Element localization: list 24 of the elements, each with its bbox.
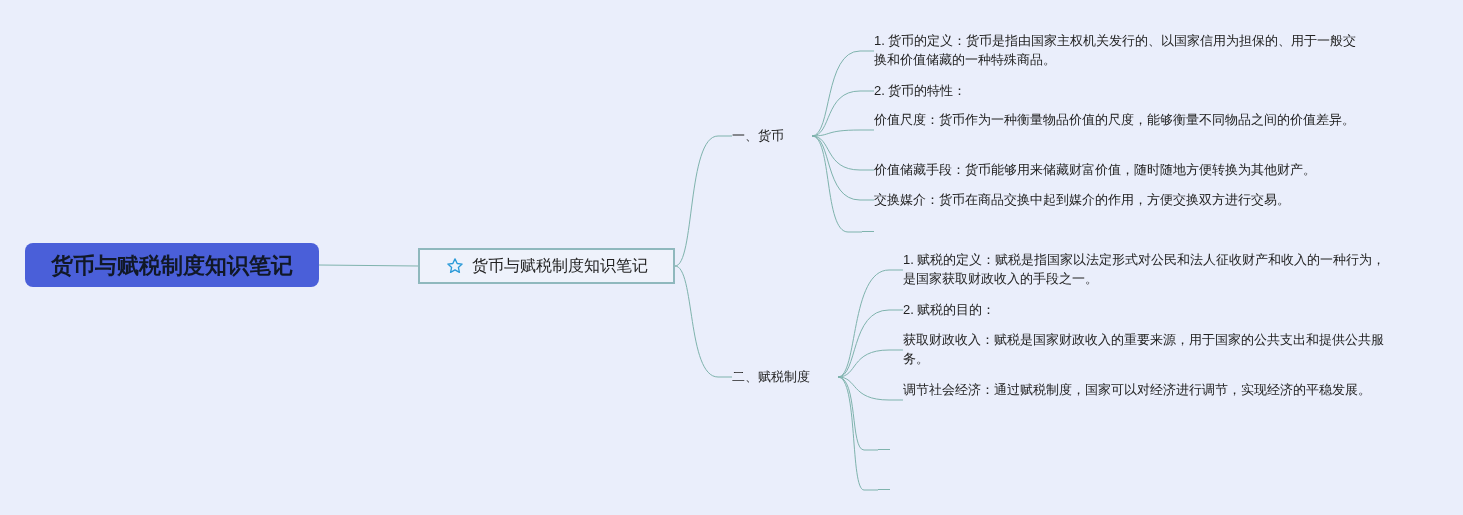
topic-box: 货币与赋税制度知识笔记 bbox=[418, 248, 675, 284]
connector-line bbox=[837, 349, 904, 378]
empty-topic-line bbox=[878, 446, 890, 450]
note-text: 获取财政收入：赋税是国家财政收入的重要来源，用于国家的公共支出和提供公共服务。 bbox=[903, 330, 1389, 370]
central-topic-box: 货币与赋税制度知识笔记 bbox=[25, 243, 319, 287]
branch-label: 二、赋税制度 bbox=[732, 366, 838, 388]
note-text: 交换媒介：货币在商品交换中起到媒介的作用，方便交换双方进行交易。 bbox=[874, 190, 1360, 210]
empty-topic-line bbox=[862, 228, 874, 232]
connector-line bbox=[811, 135, 863, 233]
connector-line bbox=[811, 135, 875, 171]
note-text: 价值尺度：货币作为一种衡量物品价值的尺度，能够衡量不同物品之间的价值差异。 bbox=[874, 110, 1360, 150]
connector-line bbox=[837, 376, 879, 491]
connector-line bbox=[811, 129, 875, 137]
note-text: 调节社会经济：通过赋税制度，国家可以对经济进行调节，实现经济的平稳发展。 bbox=[903, 380, 1389, 420]
connector-line bbox=[674, 135, 733, 267]
branch-label: 一、货币 bbox=[732, 125, 812, 147]
note-text: 价值储藏手段：货币能够用来储藏财富价值，随时随地方便转换为其他财产。 bbox=[874, 160, 1360, 180]
connector-line bbox=[674, 265, 733, 378]
connector-line bbox=[318, 264, 419, 267]
note-text: 2. 赋税的目的： bbox=[903, 300, 1389, 320]
note-text: 1. 货币的定义：货币是指由国家主权机关发行的、以国家信用为担保的、用于一般交换和价值储藏的一种特殊商品。 bbox=[874, 31, 1360, 71]
note-text: 1. 赋税的定义：赋税是指国家以法定形式对公民和法人征收财产和收入的一种行为，是国家获取财政收入的手段之一。 bbox=[903, 250, 1389, 290]
empty-topic-line bbox=[878, 486, 890, 490]
note-text: 2. 货币的特性： bbox=[874, 81, 1360, 101]
